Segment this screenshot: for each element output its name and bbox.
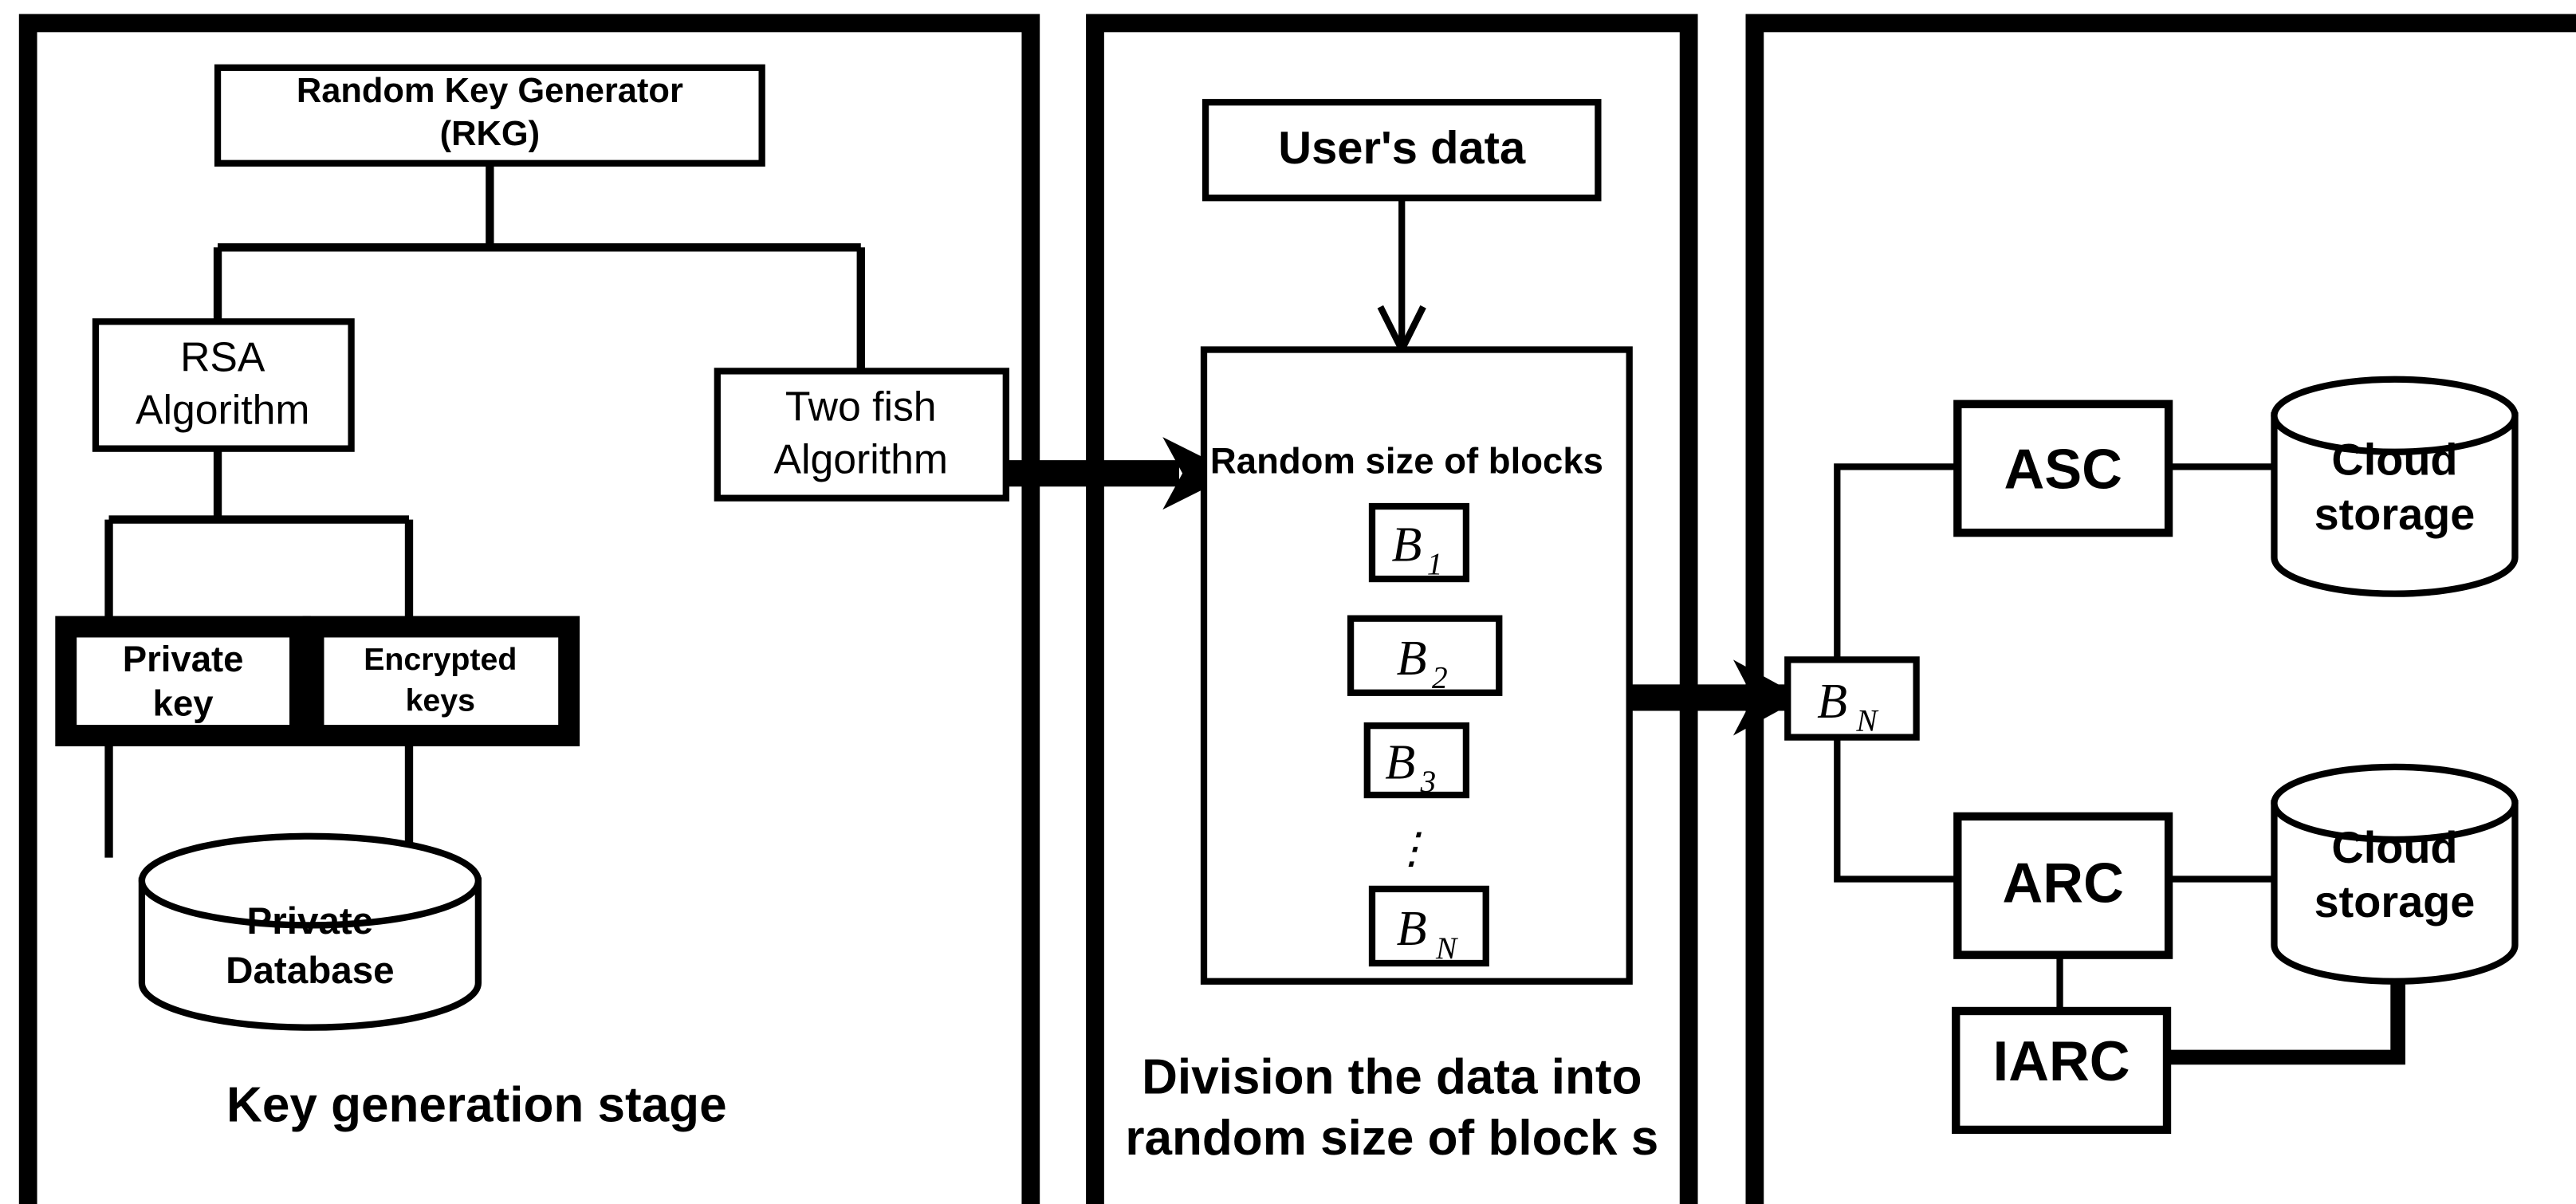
box-block-b2[interactable] [1347,615,1503,696]
arrow-blocks-to-bn [1629,659,1803,736]
block-b1-subscript: 1 [1427,546,1443,581]
rkg-label-line2: (RKG) [440,115,540,153]
block-b2-label: B [1397,632,1427,686]
arrow1-head-icon [1162,437,1236,510]
asc-label: ASC [2004,437,2122,500]
users-data-label: User's data [1278,123,1526,174]
twofish-label-line1: Two fish [785,383,937,429]
cloud-top-cylinder-body [2271,412,2519,597]
connector-bn-to-arc [1834,737,1958,883]
caption-key-generation-stage: Key generation stage [226,1078,727,1133]
private-database-cylinder-top [138,832,482,929]
cloud-bottom-cylinder-body [2271,800,2519,985]
box-block-b1[interactable] [1368,502,1470,583]
private-db-label-line2: Database [226,950,395,992]
arrow-usersdata-to-blocks [1377,198,1426,357]
panel-division-frame [1086,14,1698,1204]
right-bn-label: B [1817,675,1847,729]
box-two-fish-algorithm[interactable] [714,368,1009,502]
box-private-key[interactable] [55,616,311,746]
right-bn-subscript: N [1855,702,1879,738]
box-random-key-generator[interactable] [214,64,765,167]
blocks-header-label: Random size of blocks [1210,441,1603,482]
box-encrypted-keys[interactable] [302,616,580,746]
private-key-label-line1: Private [123,639,244,679]
block-b3-label: B [1385,735,1415,789]
rsa-label-line2: Algorithm [136,387,309,433]
cylinder-cloud-storage-top[interactable]: Cloud storage [2271,376,2519,597]
encrypted-keys-label-line1: Encrypted [364,642,517,677]
panel-key-generation-frame [18,14,1040,1204]
cloud-bottom-label-line1: Cloud [2331,822,2457,872]
arc-label: ARC [2003,851,2124,914]
encrypted-keys-label-line2: keys [406,683,475,718]
box-users-data[interactable] [1201,99,1602,202]
arrow-twofish-to-blocks [1005,437,1236,510]
cloud-top-cylinder-lid [2271,376,2519,455]
private-db-label-line1: Private [247,900,374,942]
block-bn-subscript: N [1435,931,1459,966]
box-arc[interactable] [1953,812,2173,959]
iarc-label: IARC [1993,1029,2130,1092]
blocks-vertical-ellipsis: ⋮ [1390,824,1434,872]
block-b2-subscript: 2 [1432,660,1448,695]
box-right-bn[interactable] [1784,656,1920,741]
cloud-bottom-label-line2: storage [2314,876,2476,927]
connector-bn-to-asc [1834,463,1958,660]
connector-iarc-to-cloud-bottom [2167,961,2405,1065]
cloud-top-label-line1: Cloud [2331,435,2457,485]
block-bn-label: B [1397,902,1427,956]
rsa-label-line1: RSA [180,333,265,380]
cloud-top-label-line2: storage [2314,489,2476,539]
box-rsa-algorithm[interactable] [92,318,355,452]
twofish-label-line2: Algorithm [774,436,948,482]
box-block-b3[interactable] [1363,722,1470,799]
caption-division-line1: Division the data into [1142,1049,1642,1104]
cylinder-private-database[interactable]: Private Database [138,832,482,1031]
caption-division-line2: random size of block s [1125,1111,1658,1166]
box-asc[interactable] [1953,399,2173,537]
box-iarc[interactable] [1952,1006,2172,1135]
cloud-bottom-cylinder-lid [2271,763,2519,843]
box-block-bn[interactable] [1368,885,1489,967]
arrow3-head-icon [1732,659,1803,736]
cylinder-cloud-storage-bottom[interactable]: Cloud storage [2271,763,2519,985]
rkg-label-line1: Random Key Generator [297,72,683,110]
private-key-label-line2: key [153,683,214,724]
block-b3-subscript: 3 [1419,764,1436,799]
block-b1-label: B [1391,517,1422,572]
